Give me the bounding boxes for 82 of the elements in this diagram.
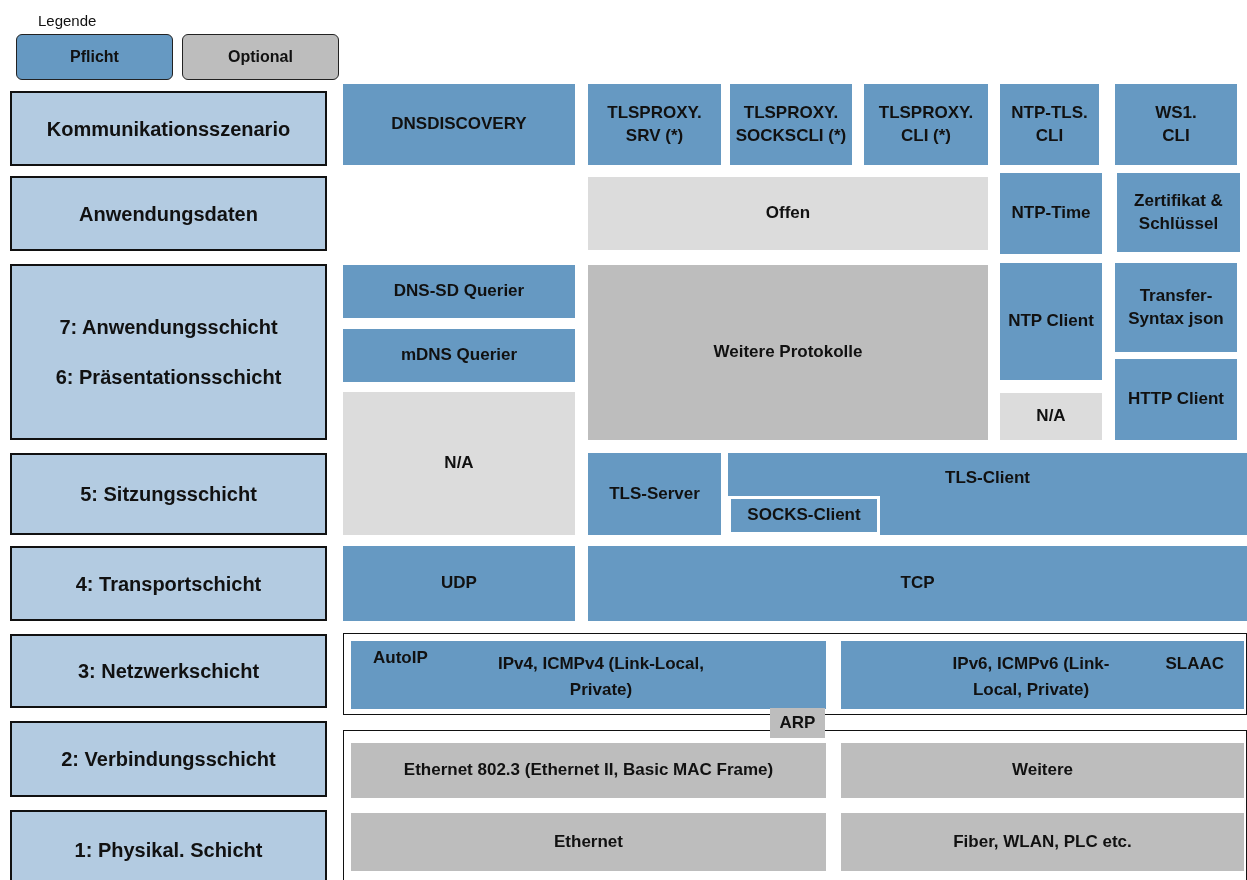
required-box (728, 496, 880, 535)
box-label: mDNS Querier (400, 344, 518, 367)
box-label: 1: Physikal. Schicht (74, 838, 263, 863)
box-label: Fiber, WLAN, PLC etc. (953, 830, 1132, 853)
required-box (588, 84, 721, 165)
optional-box (351, 813, 826, 871)
box-label: NTP Client (1008, 310, 1094, 333)
layer-label-box (10, 634, 327, 708)
required-box (728, 453, 1247, 535)
layer-frame (343, 730, 1247, 880)
box-label: Zertifikat & Schlüssel (1133, 190, 1224, 235)
layer-label-box (10, 721, 327, 797)
legend-text: Pflicht (70, 47, 119, 67)
box-label: Offen (765, 202, 811, 225)
optional-box (351, 743, 826, 798)
optional-box (770, 708, 825, 738)
layer-label-box (10, 91, 327, 166)
box-label: DNS-SD Querier (393, 280, 525, 303)
required-box (351, 641, 826, 709)
required-box (1000, 173, 1102, 254)
box-label: N/A (1036, 405, 1066, 428)
required-box (1115, 359, 1237, 440)
box-label: Weitere Protokolle (713, 341, 863, 364)
box-label: ARP (779, 711, 816, 734)
layer-label-box (10, 546, 327, 621)
optional-box (841, 743, 1244, 798)
box-label: DNSDISCOVERY (391, 113, 527, 136)
required-box (864, 84, 988, 165)
not-applicable-box (1000, 393, 1102, 440)
legend-title: Legende (38, 11, 97, 31)
required-box (1115, 263, 1237, 352)
required-box (588, 453, 721, 535)
required-box (343, 265, 575, 318)
box-label: 3: Netzwerkschicht (77, 659, 260, 684)
required-box (343, 546, 575, 621)
box-label: 7: Anwendungsschicht (59, 315, 278, 340)
optional-box (588, 265, 988, 440)
required-box (343, 329, 575, 382)
box-label: TLS-Client (944, 467, 1031, 489)
required-box (588, 546, 1247, 621)
required-box (841, 641, 1244, 709)
box-label: IPv6, ICMPv6 (Link-Local, Private) (951, 653, 1111, 701)
box-label: 4: Transportschicht (75, 571, 262, 597)
not-applicable-box (343, 392, 575, 535)
required-box (1115, 84, 1237, 165)
box-label: SOCKS-Client (747, 504, 861, 527)
box-label: TLS-Server (609, 482, 700, 505)
box-label: AutoIP (373, 647, 428, 669)
box-label: 2: Verbindungsschicht (61, 747, 276, 772)
required-box (343, 84, 575, 165)
box-label: TLSPROXY. CLI (*) (877, 102, 975, 147)
box-label: 6: Präsentationsschicht (55, 365, 282, 390)
optional-box (841, 813, 1244, 871)
legend-text: Optional (228, 47, 293, 67)
box-label: Transfer-Syntax json (1127, 285, 1225, 330)
box-label: UDP (441, 572, 477, 595)
box-label: HTTP Client (1128, 388, 1224, 411)
box-label: IPv4, ICMPv4 (Link-Local, Private) (497, 653, 705, 701)
box-label: N/A (444, 452, 474, 474)
required-box (1000, 84, 1099, 165)
box-label: Ethernet 802.3 (Ethernet II, Basic MAC Frame) (403, 759, 774, 782)
box-label: Anwendungsdaten (79, 201, 258, 227)
box-label: SLAAC (1165, 653, 1224, 675)
box-label: Weitere (1011, 759, 1074, 782)
box-label: TLSPROXY. SOCKSCLI (*) (734, 102, 848, 147)
layer-label-box (10, 264, 327, 440)
box-label: NTP-Time (1011, 202, 1091, 225)
layer-label-box (10, 176, 327, 251)
box-label: Kommunikationsszenario (46, 116, 291, 142)
required-box (730, 84, 852, 165)
box-label: NTP-TLS. CLI (1010, 102, 1089, 147)
box-label: TCP (900, 572, 935, 595)
box-label: WS1. CLI (1154, 102, 1198, 147)
box-label: 5: Sitzungsschicht (80, 482, 257, 507)
layer-label-box (10, 810, 327, 880)
required-box (1000, 263, 1102, 380)
box-label: Ethernet (554, 830, 623, 853)
layer-label-box (10, 453, 327, 535)
not-applicable-box (588, 177, 988, 250)
box-label: TLSPROXY. SRV (*) (606, 102, 703, 147)
layer-frame (343, 633, 1247, 715)
required-box (1117, 173, 1240, 252)
